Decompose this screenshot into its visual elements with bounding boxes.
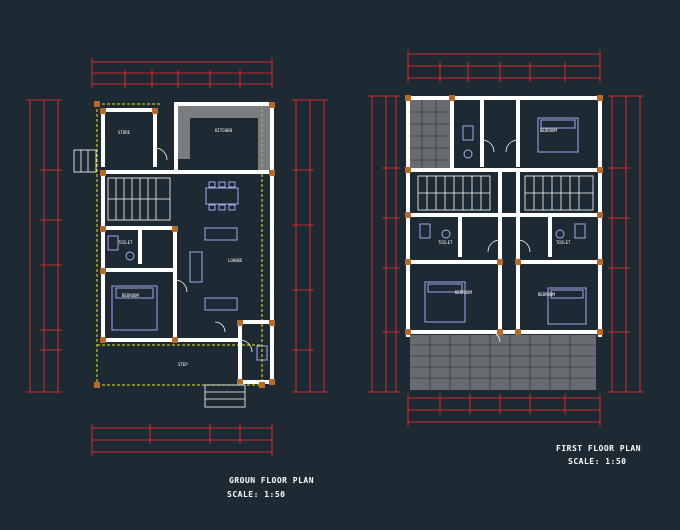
first-room-label-bedroom-right: BEDROOM <box>538 292 555 297</box>
ground-doors <box>154 147 253 353</box>
ground-room-label-toilet: TOILET <box>118 240 133 245</box>
first-room-label-toilet-right: TOILET <box>556 240 571 245</box>
first-balconies <box>410 100 596 390</box>
ground-room-label-store: STORE <box>118 130 131 135</box>
first-columns <box>405 95 603 335</box>
ground-room-label-bedroom: BEDROOM <box>122 293 139 298</box>
ground-floor-title: GROUN FLOOR PLAN <box>229 476 315 485</box>
first-room-label-bedroom-top: BEDROOM <box>540 128 557 133</box>
ground-room-label-lounge: LOUNGE <box>228 258 243 263</box>
first-room-label-bedroom-left: BEDROOM <box>455 290 472 295</box>
first-doors <box>481 139 531 343</box>
first-balcony-grid <box>410 100 596 390</box>
ground-walls <box>101 102 274 384</box>
first-walls <box>406 96 602 337</box>
first-dimensions <box>368 50 644 426</box>
ground-room-labels: STORE KITCHEN LOUNGE TOILET BEDROOM STEP <box>118 128 243 367</box>
ground-furniture <box>107 181 268 361</box>
ground-entry-steps <box>73 149 246 408</box>
ground-floor-scale: SCALE: 1:50 <box>227 490 286 499</box>
ground-stair <box>107 177 171 221</box>
first-stairs <box>417 175 594 211</box>
first-floor-title: FIRST FLOOR PLAN <box>556 444 642 453</box>
first-floor-plan: BEDROOM TOILET TOILET BEDROOM BEDROOM <box>368 50 644 426</box>
ground-kitchen-counter <box>176 104 272 173</box>
ground-room-label-step: STEP <box>178 362 188 367</box>
first-furniture <box>419 117 587 325</box>
first-room-labels: BEDROOM TOILET TOILET BEDROOM BEDROOM <box>438 128 571 297</box>
ground-dimensions <box>26 58 328 456</box>
ground-floor-plan: STORE KITCHEN LOUNGE TOILET BEDROOM STEP <box>26 58 328 456</box>
first-floor-scale: SCALE: 1:50 <box>568 457 627 466</box>
ground-columns <box>94 101 275 388</box>
ground-room-label-kitchen: KITCHEN <box>215 128 232 133</box>
first-room-label-toilet-left: TOILET <box>438 240 453 245</box>
